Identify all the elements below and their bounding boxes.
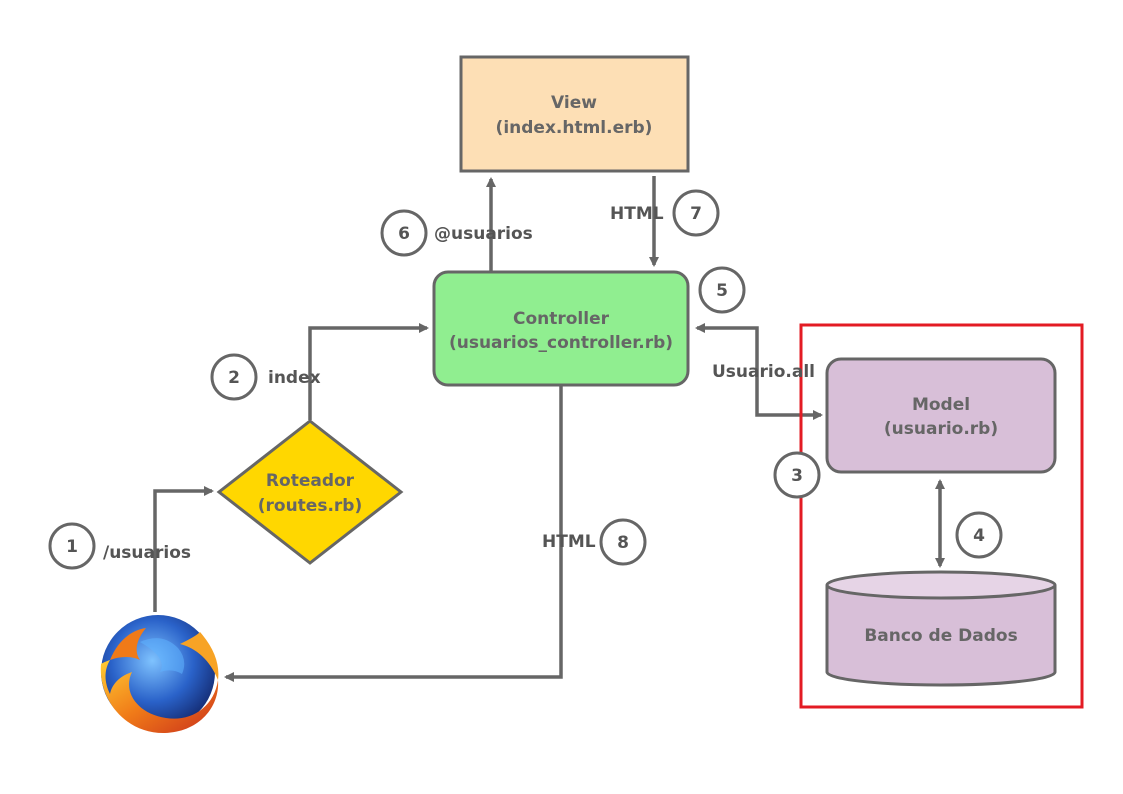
label-index: index bbox=[268, 368, 321, 388]
step-2: 2 bbox=[210, 353, 258, 401]
connector-controller-model bbox=[695, 323, 823, 420]
router-file: (routes.rb) bbox=[258, 496, 363, 516]
view-title: View bbox=[551, 93, 597, 113]
label-usuario-all: Usuario.all bbox=[712, 362, 815, 382]
step-4: 4 bbox=[955, 511, 1003, 559]
label-at-usuarios: @usuarios bbox=[434, 224, 533, 244]
model-title: Model bbox=[912, 395, 970, 415]
svg-text:4: 4 bbox=[973, 526, 985, 546]
router-node: Roteador (routes.rb) bbox=[216, 419, 404, 565]
step-8: 8 bbox=[599, 518, 647, 566]
router-title: Roteador bbox=[266, 471, 355, 491]
svg-text:8: 8 bbox=[617, 533, 629, 553]
model-file: (usuario.rb) bbox=[884, 419, 998, 439]
view-node: View (index.html.erb) bbox=[459, 55, 690, 173]
step-1: 1 bbox=[48, 522, 96, 570]
label-html-browser: HTML bbox=[542, 532, 596, 552]
firefox-icon bbox=[100, 615, 219, 734]
svg-text:7: 7 bbox=[690, 204, 702, 224]
svg-text:2: 2 bbox=[228, 368, 240, 388]
controller-title: Controller bbox=[513, 309, 610, 329]
connector-controller-browser bbox=[224, 386, 563, 682]
connector-browser-router bbox=[153, 486, 214, 612]
step-5: 5 bbox=[698, 266, 746, 314]
database-node: Banco de Dados bbox=[825, 570, 1057, 687]
controller-node: Controller (usuarios_controller.rb) bbox=[432, 270, 690, 387]
svg-text:5: 5 bbox=[716, 281, 728, 301]
svg-text:1: 1 bbox=[66, 537, 78, 557]
step-7: 7 bbox=[672, 189, 720, 237]
svg-text:6: 6 bbox=[398, 224, 410, 244]
svg-text:3: 3 bbox=[791, 466, 803, 486]
step-6: 6 bbox=[380, 209, 428, 257]
label-html-view: HTML bbox=[610, 204, 664, 224]
model-highlight-frame bbox=[799, 323, 1084, 709]
label-usuarios-path: /usuarios bbox=[103, 543, 191, 563]
model-node: Model (usuario.rb) bbox=[825, 357, 1057, 474]
connector-router-controller bbox=[308, 323, 429, 420]
view-file: (index.html.erb) bbox=[496, 118, 653, 138]
database-label: Banco de Dados bbox=[864, 626, 1017, 646]
step-3: 3 bbox=[773, 451, 821, 499]
controller-file: (usuarios_controller.rb) bbox=[449, 333, 673, 353]
